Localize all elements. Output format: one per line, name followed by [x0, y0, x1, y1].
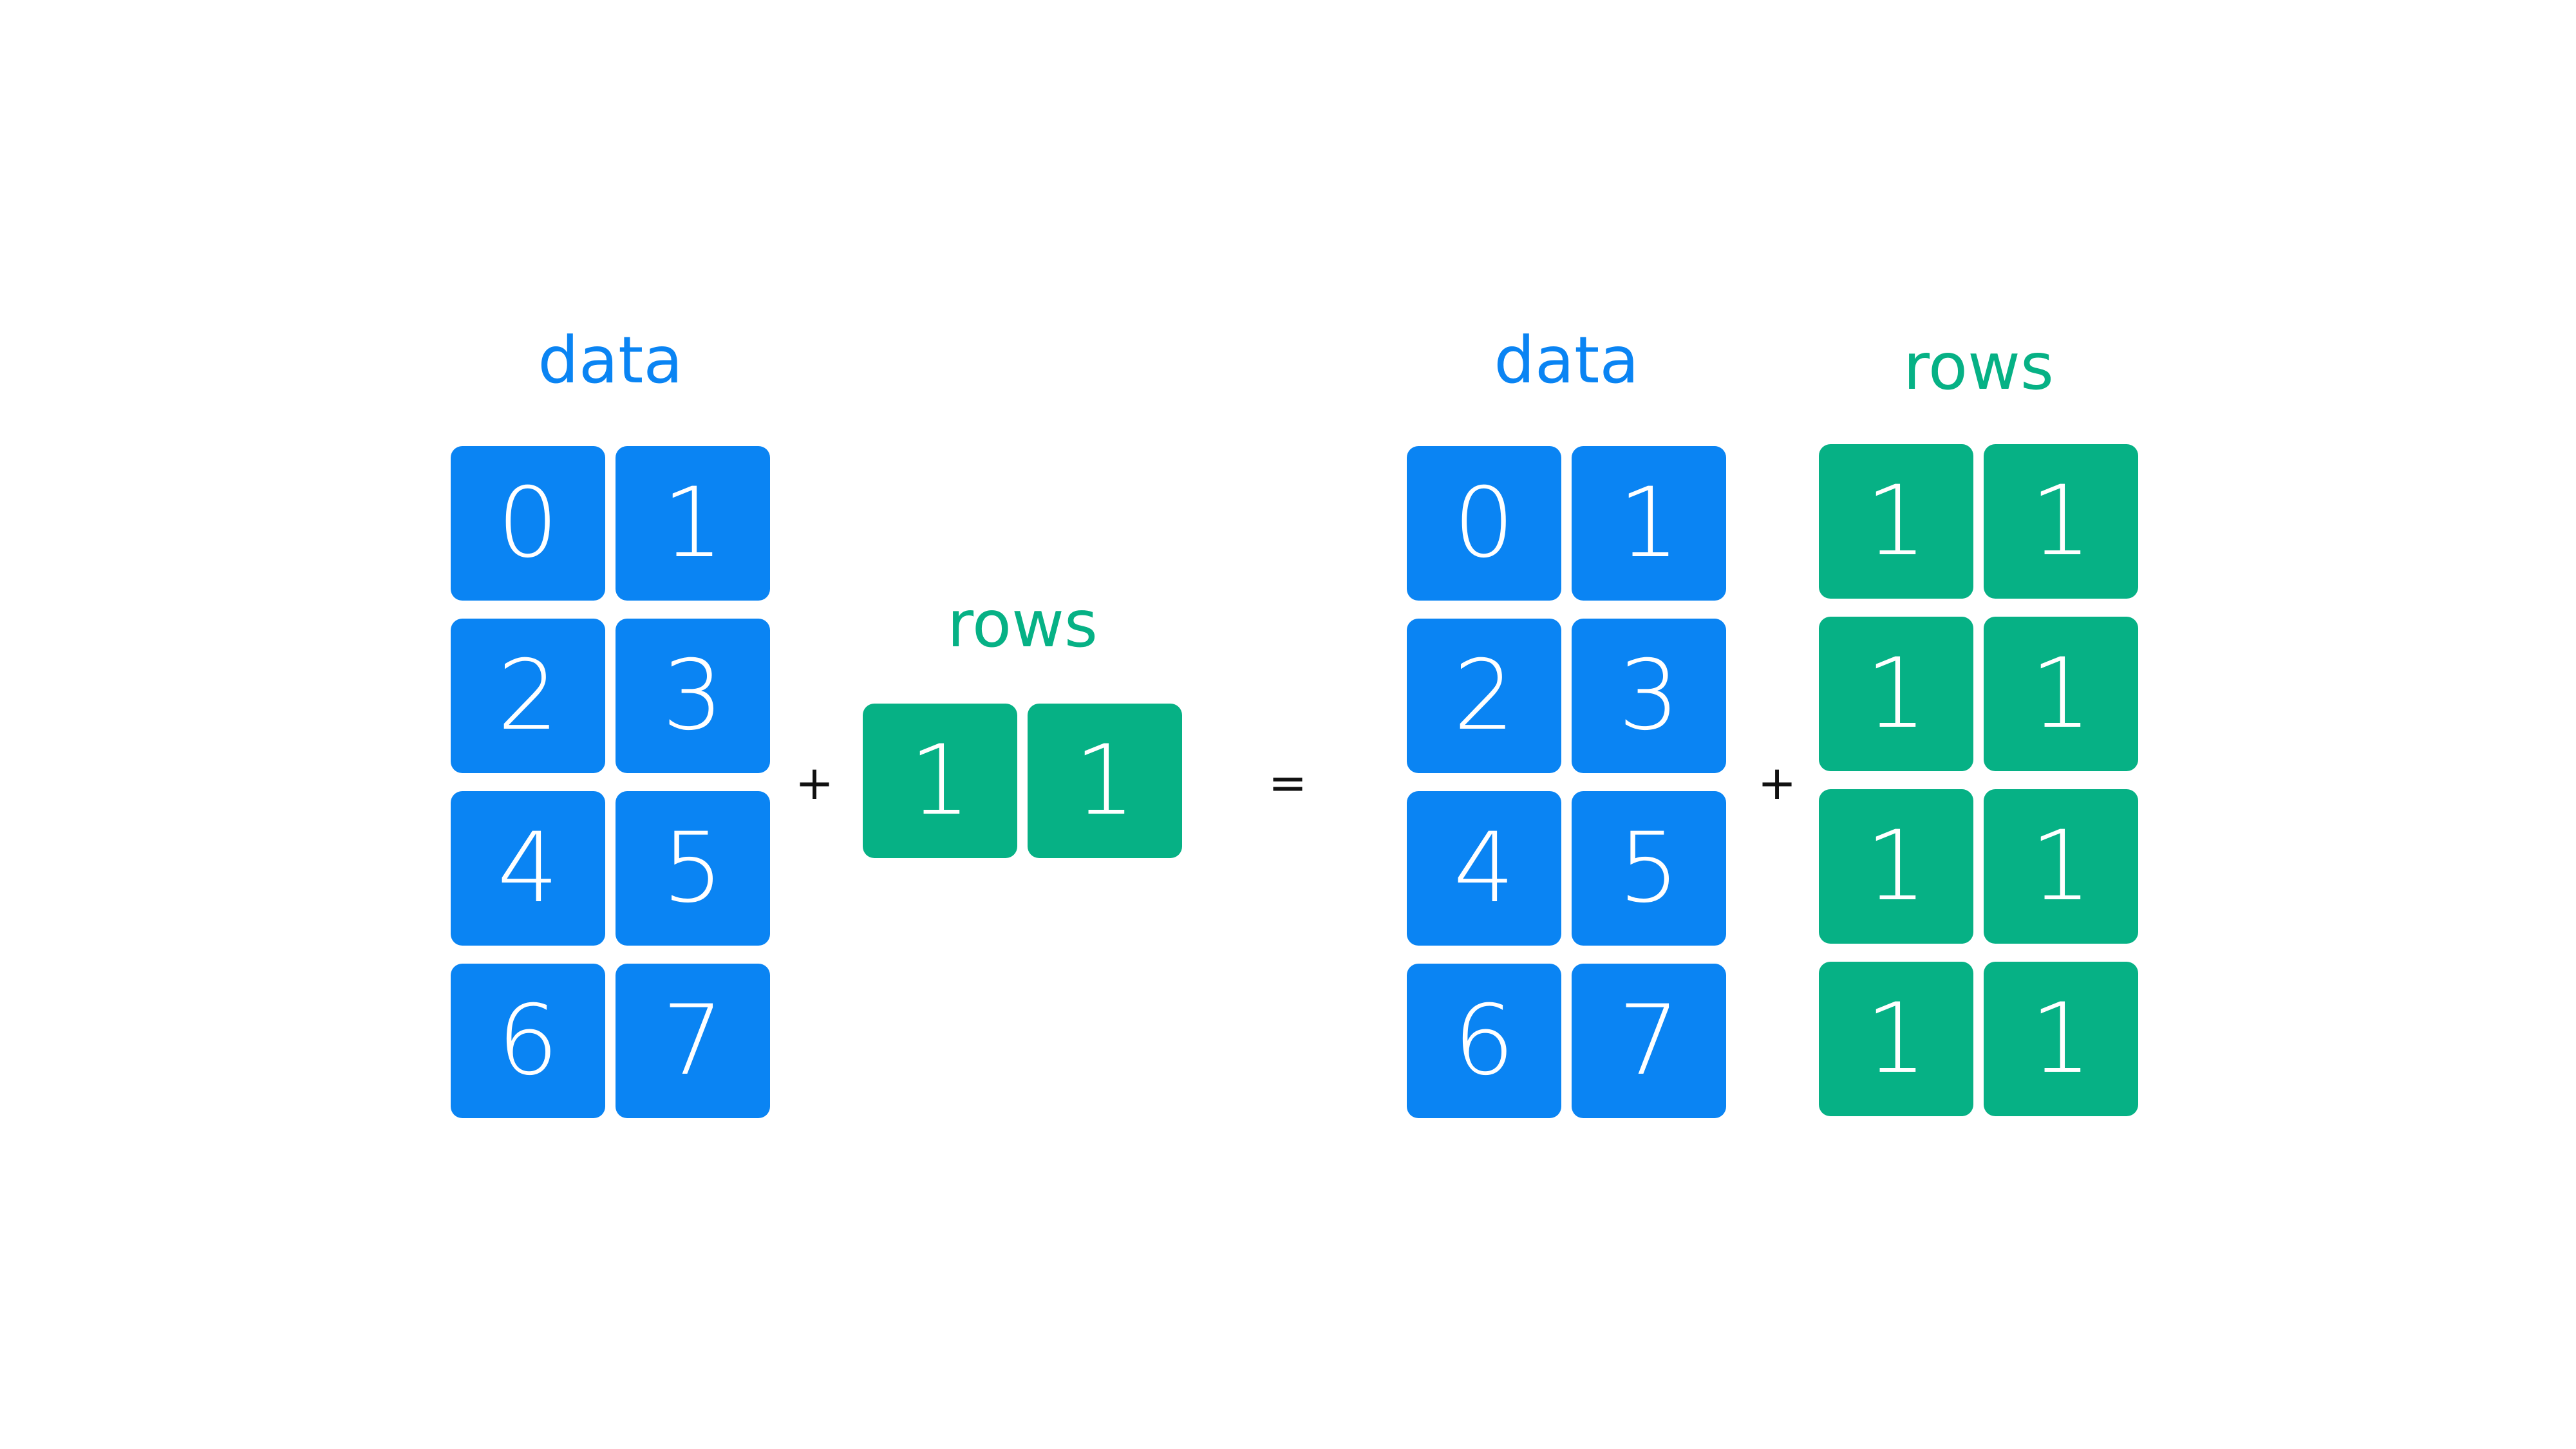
- left-data-cell: 5: [616, 791, 770, 946]
- right-data-cell: 1: [1572, 446, 1726, 601]
- right-rows-matrix: 1 1 1 1 1 1 1 1: [1819, 444, 2138, 1116]
- right-data-cell: 4: [1407, 791, 1561, 946]
- left-rows-cell: 1: [863, 704, 1017, 858]
- right-data-cell: 5: [1572, 791, 1726, 946]
- plus-operator-right: +: [1757, 756, 1797, 810]
- left-data-label: data: [538, 323, 683, 398]
- right-data-cell: 6: [1407, 964, 1561, 1118]
- right-data-cell: 0: [1407, 446, 1561, 601]
- left-data-cell: 7: [616, 964, 770, 1118]
- left-data-cell: 1: [616, 446, 770, 601]
- left-data-cell: 2: [451, 619, 605, 773]
- right-rows-cell: 1: [1984, 789, 2138, 944]
- left-data-cell: 4: [451, 791, 605, 946]
- left-data-matrix: 0 1 2 3 4 5 6 7: [451, 446, 770, 1118]
- right-data-cell: 2: [1407, 619, 1561, 773]
- equals-operator: =: [1268, 756, 1308, 810]
- left-data-cell: 6: [451, 964, 605, 1118]
- right-rows-cell: 1: [1984, 617, 2138, 771]
- right-rows-cell: 1: [1819, 962, 1973, 1116]
- left-rows-cell: 1: [1028, 704, 1182, 858]
- left-rows-vector: 1 1: [863, 704, 1182, 858]
- right-rows-cell: 1: [1984, 444, 2138, 599]
- right-rows-cell: 1: [1819, 444, 1973, 599]
- right-data-cell: 7: [1572, 964, 1726, 1118]
- right-data-cell: 3: [1572, 619, 1726, 773]
- right-rows-cell: 1: [1819, 789, 1973, 944]
- left-data-cell: 3: [616, 619, 770, 773]
- left-rows-label: rows: [947, 586, 1098, 662]
- right-data-matrix: 0 1 2 3 4 5 6 7: [1407, 446, 1726, 1118]
- right-rows-cell: 1: [1984, 962, 2138, 1116]
- right-data-label: data: [1494, 323, 1639, 398]
- left-data-cell: 0: [451, 446, 605, 601]
- right-rows-label: rows: [1903, 329, 2054, 404]
- plus-operator-left: +: [794, 756, 834, 810]
- right-rows-cell: 1: [1819, 617, 1973, 771]
